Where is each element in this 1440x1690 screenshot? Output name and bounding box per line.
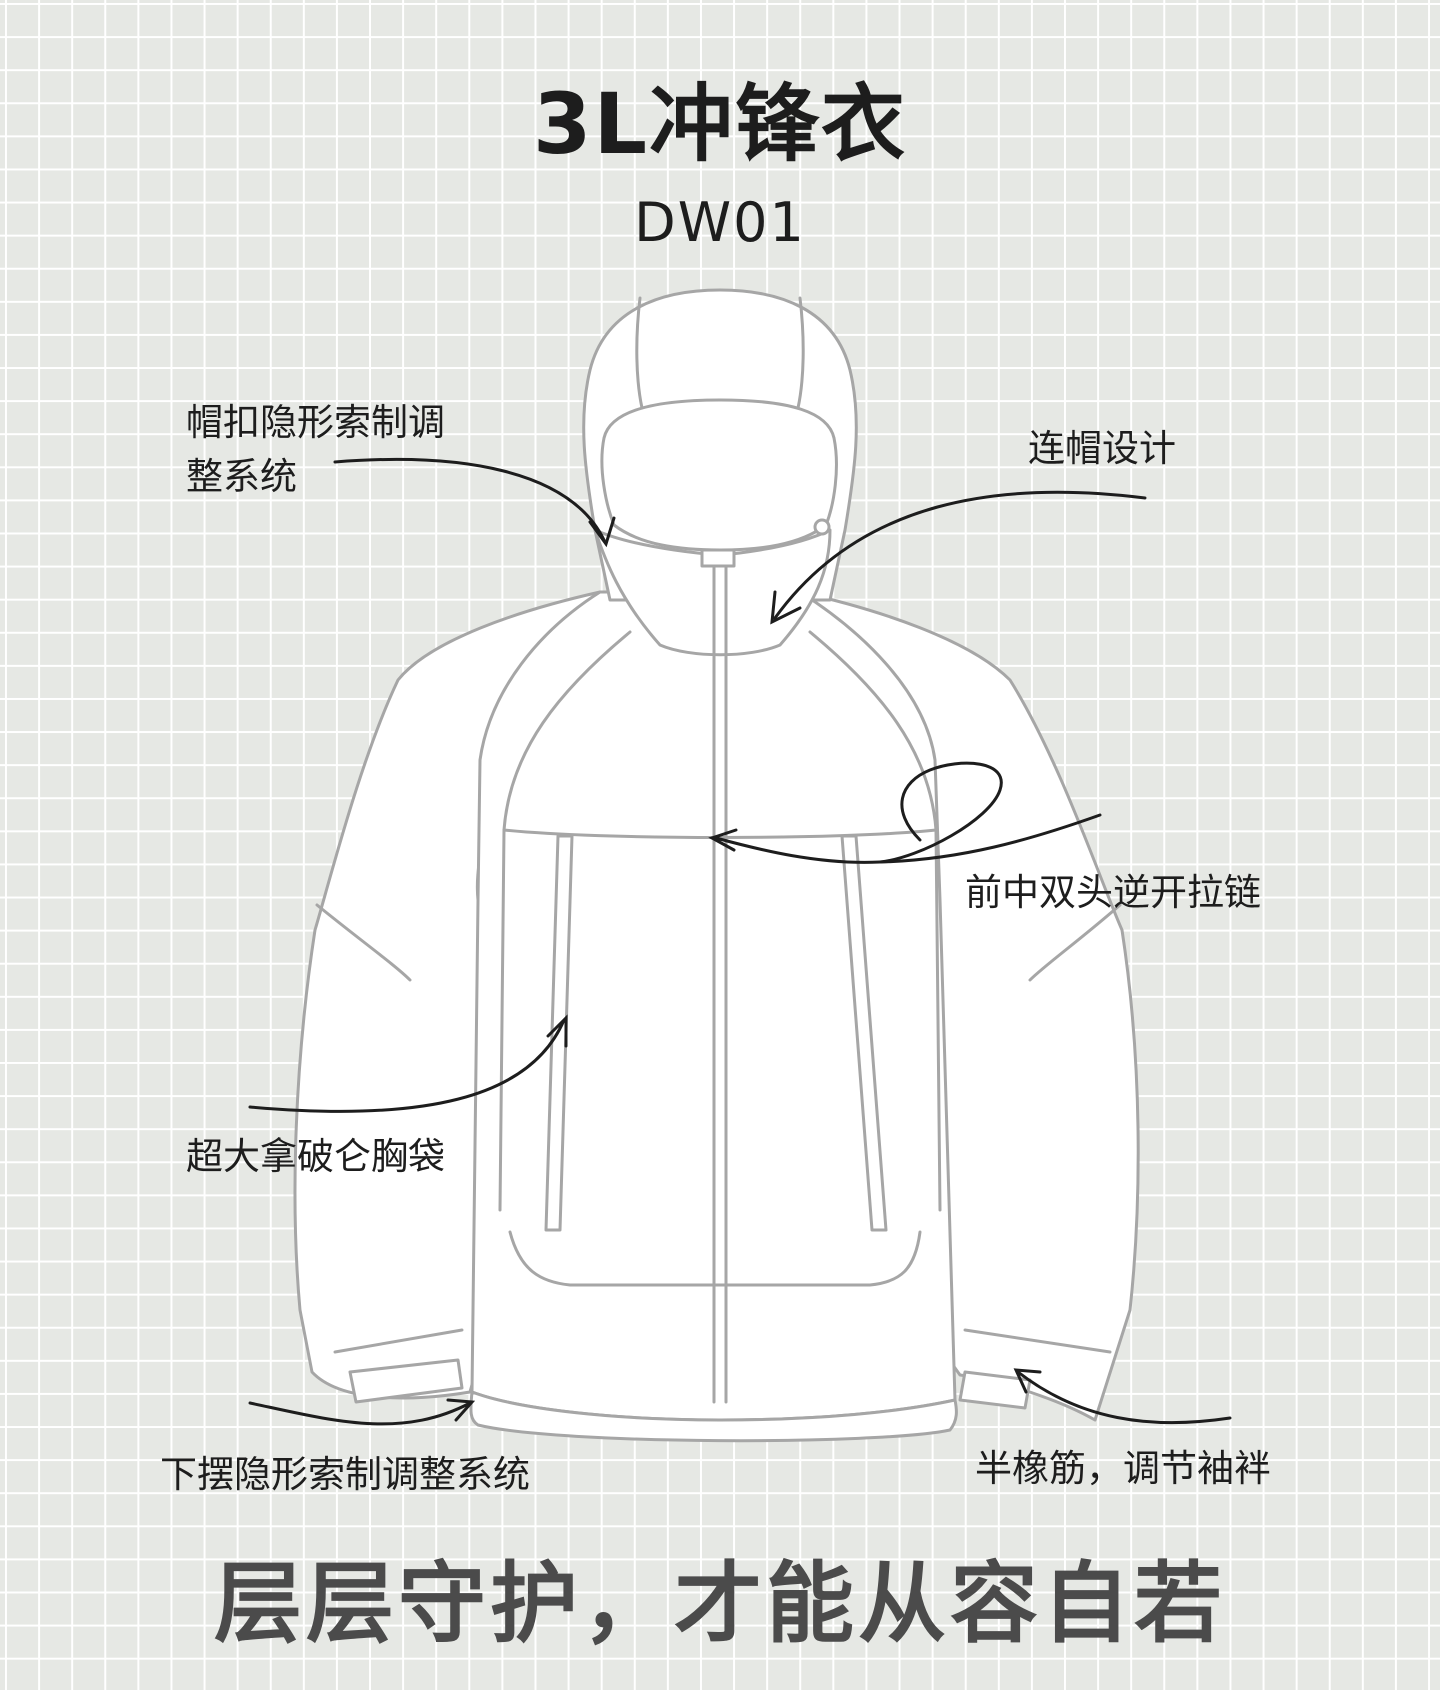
callout-hem-drawcord: 下摆隐形索制调整系统 (160, 1453, 530, 1496)
arrow-chest-pocket (248, 1014, 568, 1113)
right-sleeve-seam (1028, 903, 1122, 982)
hood-seam-right (796, 296, 805, 410)
left-sleeve-seam (315, 903, 412, 982)
chest-swirl (878, 761, 1003, 864)
zipper-garage (700, 548, 736, 568)
side-seam-left (498, 828, 506, 1212)
callout-cuff: 半橡筋，调节袖袢 (975, 1447, 1271, 1490)
product-title: 3L冲锋衣 (533, 75, 907, 173)
hood-face-opening (600, 398, 838, 552)
right-pocket-zipper (840, 834, 888, 1232)
jacket-drawing (293, 288, 1140, 1443)
front-zipper (712, 548, 728, 1404)
left-cuff-tab (348, 1358, 464, 1404)
footer-slogan: 层层守护，才能从容自若 (213, 1552, 1226, 1655)
right-cuff-line (963, 1328, 1112, 1354)
raglan-seam-right (808, 630, 938, 832)
side-seam-right (934, 828, 942, 1212)
raglan-seam-left (502, 630, 632, 832)
jacket-hem (469, 1390, 958, 1443)
left-cuff-line (333, 1328, 464, 1354)
yoke-seam (502, 828, 938, 839)
lower-panel-seam (508, 1230, 922, 1287)
right-cuff-tab (958, 1370, 1032, 1410)
arrow-cuff (1013, 1368, 1232, 1425)
arrow-hood-drawcord (333, 457, 616, 548)
annotation-arrows (248, 457, 1232, 1426)
callout-hood-drawcord-line2: 整系统 (186, 455, 297, 498)
hood-seam-left (635, 296, 644, 410)
arrow-hood-design (770, 490, 1147, 625)
product-model: DW01 (634, 191, 806, 254)
callout-hood-drawcord-line1: 帽扣隐形索制调 (186, 401, 445, 444)
callout-front-zipper: 前中双头逆开拉链 (965, 871, 1261, 914)
callout-chest-pocket: 超大拿破仑胸袋 (186, 1135, 445, 1178)
hood-adjuster (813, 518, 831, 536)
callout-hood-design: 连帽设计 (1028, 427, 1176, 470)
arrow-hem-drawcord (248, 1398, 476, 1426)
